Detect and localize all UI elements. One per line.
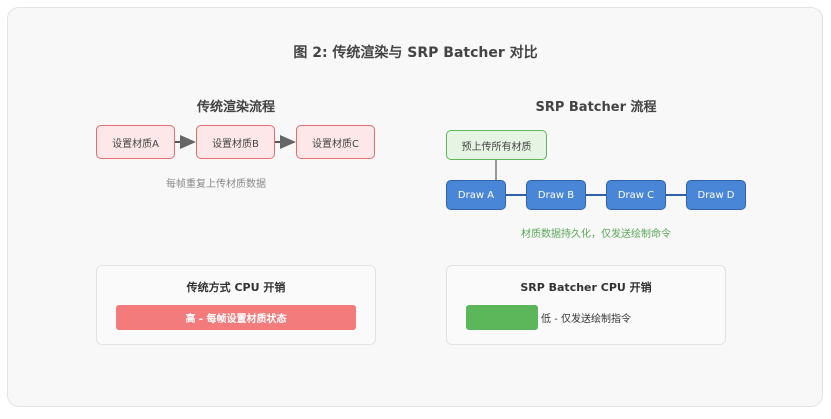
srp-heading: SRP Batcher 流程 (535, 100, 657, 115)
traditional-cost-label: 高 - 每帧设置材质状态 (185, 314, 287, 325)
srp-draw-b: Draw B (526, 180, 586, 210)
srp-cost-title: SRP Batcher CPU 开销 (520, 281, 652, 294)
traditional-cost-title: 传统方式 CPU 开销 (186, 281, 286, 294)
traditional-step-b: 设置材质B (196, 125, 275, 159)
traditional-heading: 传统渲染流程 (196, 100, 275, 115)
srp-draw-a: Draw A (446, 180, 506, 210)
srp-draw-c: Draw C (606, 180, 666, 210)
srp-cost-track: 低 - 仅发送绘制指令 (466, 305, 706, 330)
srp-upload-box: 预上传所有材质 (446, 130, 547, 160)
srp-note: 材质数据持久化，仅发送绘制命令 (521, 229, 671, 240)
traditional-step-a: 设置材质A (96, 125, 175, 159)
srp-cost-fill (466, 305, 538, 330)
arrow-head-1 (180, 135, 196, 149)
srp-draw-d: Draw D (686, 180, 746, 210)
figure-title: 图 2: 传统渲染与 SRP Batcher 对比 (293, 45, 538, 61)
srp-cost-label: 低 - 仅发送绘制指令 (541, 314, 631, 325)
traditional-cost-track: 高 - 每帧设置材质状态 (116, 305, 356, 330)
traditional-note: 每帧重复上传材质数据 (166, 179, 266, 190)
arrow-head-2 (280, 135, 296, 149)
traditional-step-c: 设置材质C (296, 125, 375, 159)
traditional-cost-fill (116, 305, 356, 330)
